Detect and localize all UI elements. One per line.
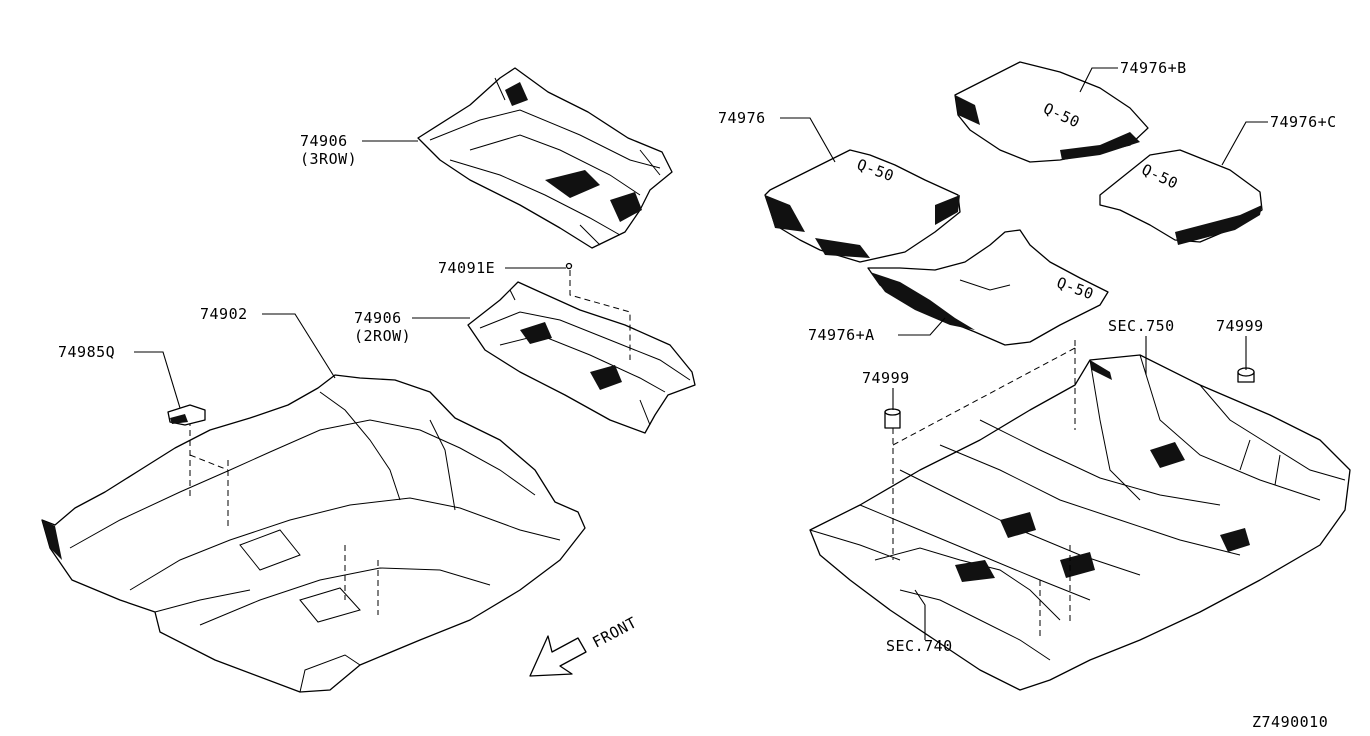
label-sec740: SEC.740: [886, 637, 953, 655]
label-74902: 74902: [200, 305, 248, 323]
front-arrow: FRONT: [529, 613, 640, 677]
label-74999-left: 74999: [862, 369, 910, 387]
label-74976: 74976: [718, 109, 766, 127]
diagram-id: Z7490010: [1252, 713, 1328, 731]
leader-74976-c: [1221, 121, 1268, 166]
label-74976-c: 74976+C: [1270, 113, 1337, 131]
mat-74976-c: Q-50: [1099, 149, 1263, 245]
label-74091e: 74091E: [438, 259, 495, 277]
carpet-2row: [467, 281, 696, 434]
label-74999-right: 74999: [1216, 317, 1264, 335]
leader-74976-b: [1079, 67, 1118, 93]
clip-74091e: [565, 262, 573, 270]
carpet-3row: [417, 67, 673, 249]
label-74985q: 74985Q: [58, 343, 115, 361]
leader-74902: [262, 313, 336, 379]
clip-74999-right: [1237, 367, 1255, 383]
label-74906-2row: 74906: [354, 309, 402, 327]
clip-74999-left: [884, 408, 901, 429]
leader-sec740: [914, 589, 926, 640]
mat-74976-a: Q-50: [867, 229, 1109, 346]
leader-74976-a: [898, 317, 946, 336]
label-sec750: SEC.750: [1108, 317, 1175, 335]
mat-74976-b: Q-50: [954, 61, 1149, 163]
label-74906-3row: 74906: [300, 132, 348, 150]
label-74976-b: 74976+B: [1120, 59, 1187, 77]
mat-74976: Q-50: [764, 149, 961, 263]
leader-74985q: [134, 351, 181, 409]
clip-74985q: [167, 404, 206, 426]
label-74976-a: 74976+A: [808, 326, 875, 344]
label-74906-3row-note: (3ROW): [300, 150, 357, 168]
floor-panel-body: [809, 354, 1351, 691]
front-label: FRONT: [589, 613, 640, 651]
carpet-main-74902: [41, 374, 586, 693]
label-74906-2row-note: (2ROW): [354, 327, 411, 345]
leader-74976: [780, 117, 836, 163]
